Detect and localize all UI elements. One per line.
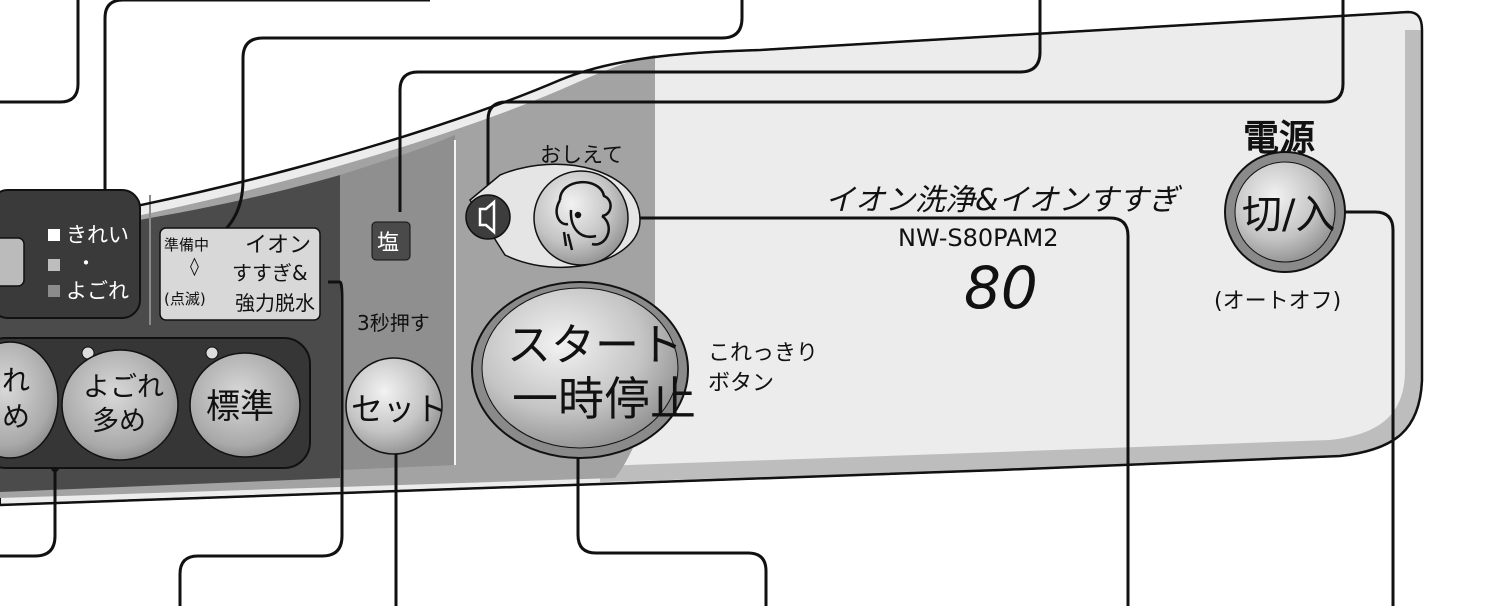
yogore-oome-button[interactable] — [61, 349, 179, 461]
label-diamond: ◊ — [190, 256, 199, 277]
label-start-1: スタート — [507, 320, 683, 371]
power-button[interactable] — [1234, 161, 1336, 263]
label-salt: 塩 — [377, 231, 399, 256]
label-hyoujun: 標準 — [206, 387, 274, 427]
label-ion-2: すすぎ& — [232, 261, 308, 285]
face-icon — [555, 181, 612, 251]
label-oshiete: おしえて — [540, 143, 623, 167]
label-tenmetsu: (点滅) — [164, 290, 206, 308]
label-auto-off: (オートオフ) — [1214, 289, 1341, 314]
course-button-partial[interactable] — [0, 341, 59, 459]
start-pause-button[interactable] — [481, 287, 679, 449]
label-model: NW-S80PAM2 — [898, 224, 1058, 252]
label-power-button: 切/入 — [1242, 192, 1335, 238]
label-junbichu: 準備中 — [164, 236, 209, 254]
course-lamp — [205, 346, 219, 360]
label-yogore-small: よごれ — [66, 279, 129, 303]
label-set: セット — [351, 390, 447, 428]
set-button[interactable] — [345, 357, 443, 455]
label-yogore-left-1: れ — [2, 364, 30, 397]
label-ion-3: 強力脱水 — [235, 291, 315, 315]
label-capacity: 80 — [964, 254, 1038, 322]
label-yogore-oome-2: 多め — [92, 406, 146, 437]
label-press3: 3秒押す — [357, 311, 430, 335]
label-ion-1: イオン — [245, 233, 311, 258]
label-yogore-left-2: め — [2, 400, 30, 433]
indicator-squares — [48, 229, 60, 297]
callout-lines — [0, 0, 1395, 606]
speaker-button[interactable] — [465, 194, 511, 240]
label-korekkiri-2: ボタン — [708, 371, 774, 396]
dirt-indicator-box — [0, 189, 141, 319]
label-korekkiri-1: これっきり — [708, 341, 818, 366]
ion-rinse-label-box — [159, 227, 321, 321]
speaker-icon — [478, 199, 496, 235]
label-start-2: 一時停止 — [512, 372, 696, 426]
label-yogore-oome-1: よごれ — [83, 372, 164, 403]
salt-badge — [371, 221, 411, 261]
tub-icon — [0, 237, 25, 287]
label-ion-wash: イオン洗浄&イオンすすぎ — [825, 183, 1182, 218]
hyoujun-button[interactable] — [189, 352, 301, 458]
label-dot: ・ — [76, 251, 96, 275]
panel-outline — [0, 10, 1424, 507]
label-kirei: きれい — [66, 223, 129, 247]
oshiete-button[interactable] — [533, 170, 629, 266]
